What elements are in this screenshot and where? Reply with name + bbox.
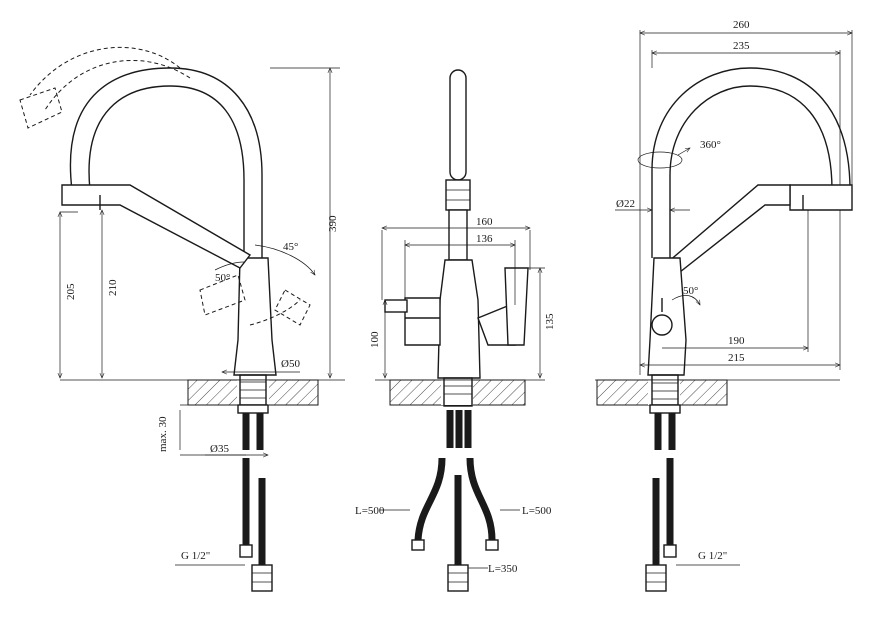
center-left-handle bbox=[404, 297, 441, 346]
right-depth-total: 215 bbox=[728, 352, 745, 364]
right-filter-lever bbox=[666, 184, 791, 273]
center-width-inner: 136 bbox=[476, 233, 493, 245]
right-thread: G 1/2" bbox=[698, 550, 727, 562]
center-hose-center: L=350 bbox=[488, 563, 518, 575]
left-mount-diameter: Ø35 bbox=[210, 443, 229, 455]
right-lever-angle: 50° bbox=[683, 285, 698, 297]
left-lever-angle-up: 45° bbox=[283, 241, 298, 253]
right-spout-outer bbox=[651, 67, 851, 258]
center-height-handle: 135 bbox=[544, 313, 556, 330]
right-spout-diameter: Ø22 bbox=[616, 198, 635, 210]
left-height-lever: 205 bbox=[65, 283, 77, 300]
left-height-spout: 210 bbox=[107, 279, 119, 296]
center-hose-right: L=500 bbox=[522, 505, 552, 517]
center-body bbox=[437, 259, 481, 379]
right-rotation: 360° bbox=[700, 139, 721, 151]
left-max-thickness: max. 30 bbox=[157, 416, 169, 452]
center-width-total: 160 bbox=[476, 216, 493, 228]
left-base-diameter: Ø50 bbox=[281, 358, 300, 370]
alt-spout-outline bbox=[29, 46, 181, 96]
center-view: 160 136 100 135 L=500 L=500 L=350 bbox=[355, 69, 556, 592]
left-view: 390 210 205 45° 50° Ø50 Ø35 max. 30 G 1/… bbox=[19, 46, 345, 592]
left-height-total: 390 bbox=[327, 215, 339, 232]
center-hose-left: L=500 bbox=[355, 505, 385, 517]
center-height-body: 100 bbox=[369, 331, 381, 348]
right-mixer-knob bbox=[651, 314, 673, 336]
right-width-reach: 235 bbox=[733, 40, 750, 52]
left-faucet-body bbox=[233, 257, 277, 376]
right-spout-head bbox=[789, 184, 853, 211]
left-spout-outer bbox=[69, 67, 263, 258]
left-lever-angle-side: 50° bbox=[215, 272, 230, 284]
right-width-total: 260 bbox=[733, 19, 750, 31]
center-spout bbox=[449, 69, 467, 181]
left-thread: G 1/2" bbox=[181, 550, 210, 562]
right-depth-lever: 190 bbox=[728, 335, 745, 347]
left-filter-lever bbox=[61, 184, 252, 269]
right-view: 260 235 360° Ø22 50° 190 215 G 1/2" bbox=[595, 19, 853, 592]
